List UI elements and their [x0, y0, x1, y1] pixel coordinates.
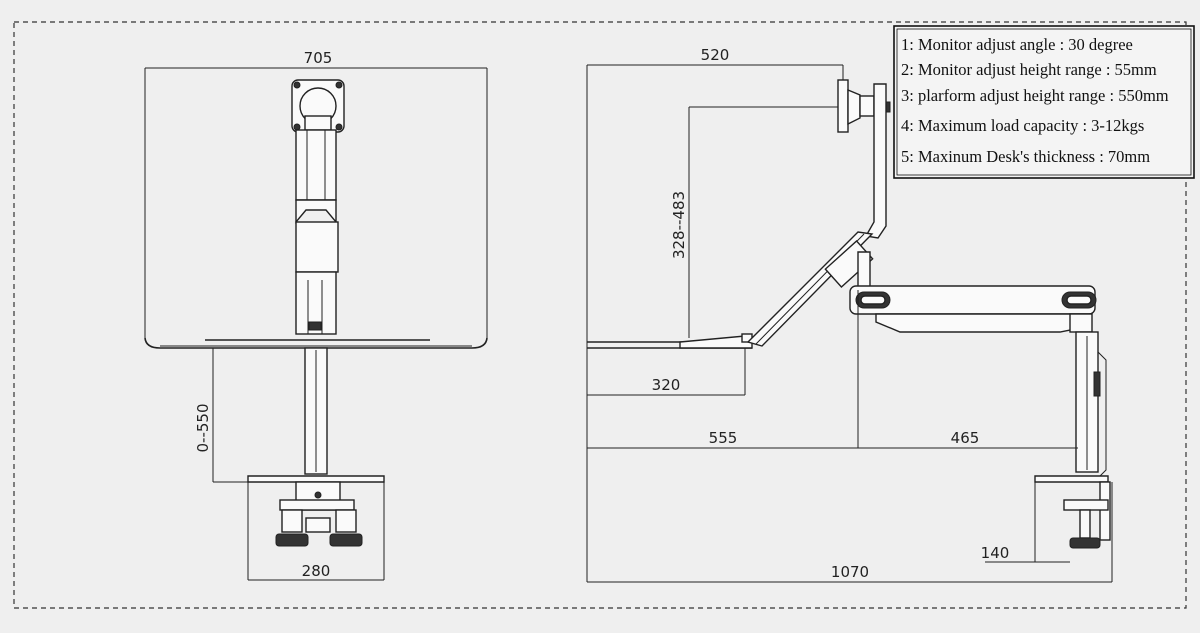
dim-base-offset: 465 — [951, 429, 980, 447]
side-clamp — [1034, 475, 1111, 549]
upper-arm — [746, 83, 887, 347]
front-clamp — [247, 475, 385, 547]
dim-platform-depth: 320 — [652, 376, 681, 394]
spec-box: 1: Monitor adjust angle : 30 degree 2: M… — [893, 25, 1195, 179]
dim-clamp-width: 280 — [302, 562, 331, 580]
dim-platform-height: 0--550 — [194, 404, 212, 453]
dim-monitor-reach: 520 — [701, 46, 730, 64]
dim-arm-reach: 555 — [709, 429, 738, 447]
spec-line-1: 1: Monitor adjust angle : 30 degree — [901, 35, 1133, 54]
side-view: 520 328--483 320 — [586, 46, 1113, 583]
spec-line-4: 4: Maximum load capacity : 3-12kgs — [901, 116, 1144, 135]
front-column — [295, 129, 339, 335]
spec-line-2: 2: Monitor adjust height range : 55mm — [901, 60, 1157, 79]
dim-total-length: 1070 — [831, 563, 869, 581]
lower-arm — [849, 285, 1097, 333]
side-platform — [587, 333, 753, 349]
spec-line-5: 5: Maxinum Desk's thickness : 70mm — [901, 147, 1150, 166]
dashed-frame — [13, 21, 1187, 609]
dim-clamp-depth: 140 — [981, 544, 1010, 562]
vesa-plate — [291, 79, 345, 133]
dim-desk-width: 705 — [304, 49, 333, 67]
front-view: 705 — [144, 49, 488, 581]
side-pole — [1075, 331, 1107, 479]
spec-line-3: 3: plarform adjust height range : 550mm — [901, 86, 1169, 105]
dim-monitor-height: 328--483 — [670, 191, 688, 259]
